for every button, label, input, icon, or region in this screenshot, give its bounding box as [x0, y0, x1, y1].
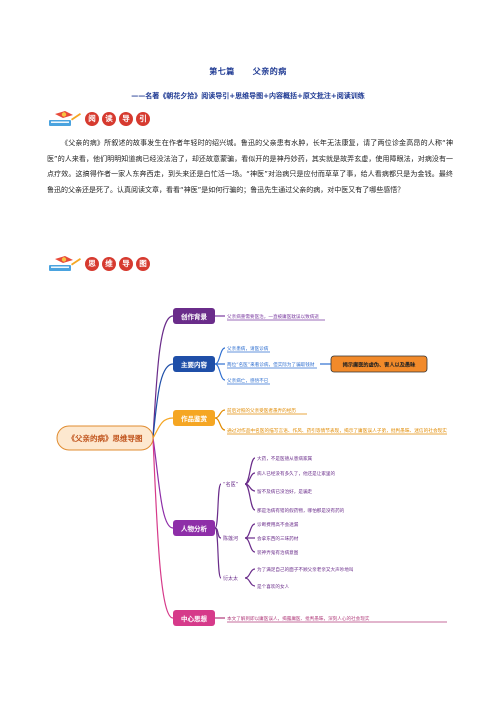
leaf-text: 父亲病亡，感悟不已 — [227, 377, 269, 384]
banner-char: 思 — [85, 257, 99, 271]
banner-char: 引 — [136, 112, 150, 126]
leaf-text: 前后对照的父亲受医者愚弄的经历 — [227, 407, 296, 414]
pen-book-icon — [49, 256, 81, 271]
leaf-text: 是个喜欢的女人 — [257, 583, 290, 590]
mindmap-center-label: 《父亲的病》思维导图 — [68, 433, 143, 443]
callout-text: 揭示庸医的虚伪、害人以及愚昧 — [343, 361, 416, 369]
leaf-text: 装神弄鬼有治病意图 — [257, 549, 299, 556]
banner-char: 维 — [102, 257, 116, 271]
banner-char: 导 — [119, 257, 133, 271]
mindmap-callout: 揭示庸医的虚伪、害人以及愚昧 — [330, 355, 428, 373]
banner-char: 图 — [136, 257, 150, 271]
leaf-text: 会拿东西的三味药材 — [257, 535, 299, 542]
leaf-text: 通过对作品中名医的描写言语、作风、药引等情节表现，揭示了庸医误人子弟，批判愚昧、… — [227, 427, 447, 434]
mindmap-branch-background: 创作背景 — [173, 308, 215, 324]
leaf-text: 父亲病重需要医治，一直被庸医耽误以致病逝 — [227, 313, 319, 320]
leaf-text: 为了满足自己的面子不顾父亲老亲又大声吵地叫 — [257, 566, 354, 573]
banner-char: 阅 — [85, 112, 99, 126]
pen-book-icon — [49, 111, 81, 126]
banner-char: 读 — [102, 112, 116, 126]
banner-char: 导 — [119, 112, 133, 126]
leaf-text: 父亲患病，请医诊病 — [227, 345, 269, 352]
leaf-text: 诊断费用高不会透漏 — [257, 521, 299, 528]
branch-label: 创作背景 — [180, 312, 208, 321]
leaf-text: 那是治病有错的假药物，哪怕那是没有药的 — [257, 507, 345, 514]
group-label: 衍太太 — [223, 575, 238, 582]
branch-label: 主要内容 — [181, 360, 208, 369]
mindmap-branch-content: 主要内容 — [173, 356, 215, 372]
mindmap-branch-characters: 人物分析 — [173, 520, 215, 536]
branch-label: 人物分析 — [181, 524, 208, 533]
group-label: 陈莲河 — [223, 535, 238, 542]
intro-paragraph: 《父亲的病》所叙述的故事发生在作者年轻时的绍兴城。鲁迅的父亲患有水肿，长年无法康… — [47, 139, 453, 194]
branch-label: 作品鉴赏 — [181, 414, 208, 423]
mindmap-banner: 思 维 导 图 — [47, 255, 150, 273]
mindmap: 《父亲的病》思维导图 创作背景 主要内容 作品鉴赏 人物分析 中心思想 父亲病重… — [56, 308, 447, 626]
group-label: “名医” — [223, 481, 239, 488]
mindmap-branch-theme: 中心思想 — [173, 610, 215, 626]
leaf-text: 病人已经没有多久了，他还是让家里的 — [257, 470, 336, 477]
page-subtitle: ——名著《朝花夕拾》阅读导引+思维导图+内容概括+原文批注+阅读训练 — [131, 92, 365, 100]
leaf-text: 留不及病已没治好，是骗走 — [257, 488, 313, 495]
leaf-text: 两位“名医”来看诊病，但实际为了骗取钱财 — [227, 361, 315, 368]
leaf-text: 大药，不是医德从患病家属 — [257, 455, 313, 462]
page-title: 第七篇 父亲的病 — [0, 66, 496, 77]
mindmap-center-node: 《父亲的病》思维导图 — [56, 425, 154, 451]
leaf-text: 本文了解到即以庸医误人，揭露庸医、批判愚昧，深刻人心的社会现实 — [227, 615, 370, 622]
reading-guide-banner: 阅 读 导 引 — [47, 110, 150, 128]
title-name: 父亲的病 — [252, 67, 287, 76]
title-chapter: 第七篇 — [209, 67, 235, 76]
branch-label: 中心思想 — [181, 614, 208, 623]
mindmap-branch-appreciation: 作品鉴赏 — [173, 410, 215, 426]
